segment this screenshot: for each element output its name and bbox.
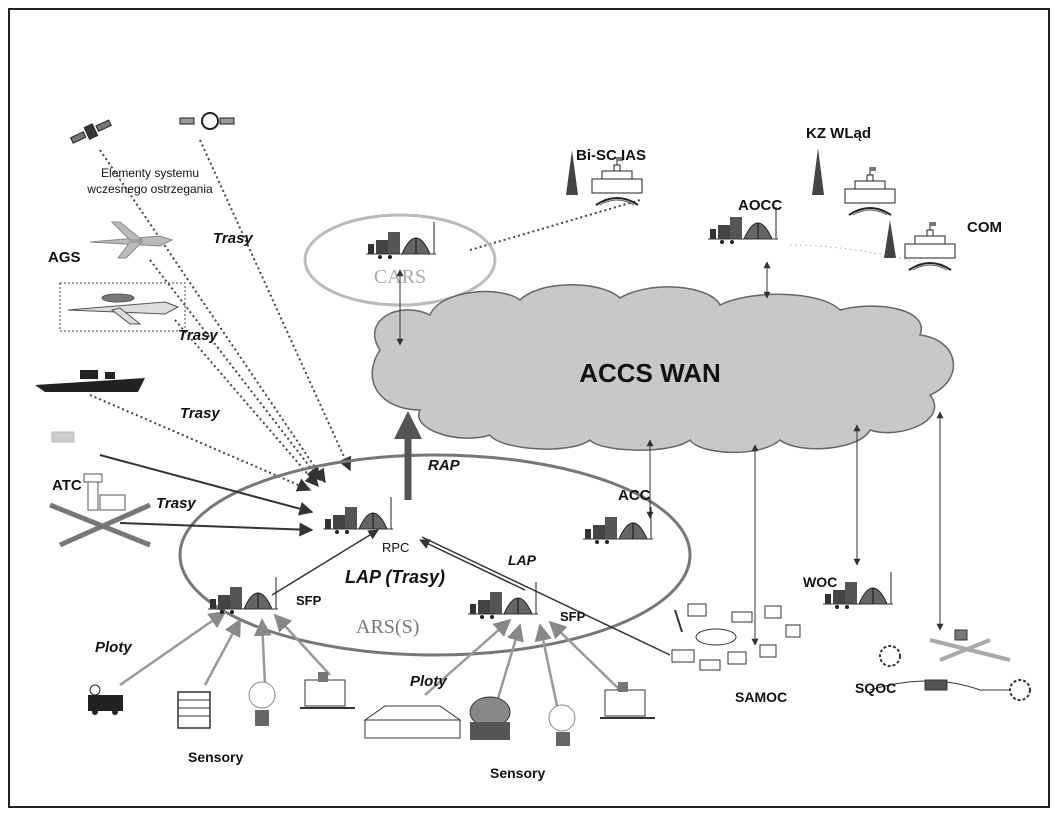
bisc-tower-icon xyxy=(566,150,578,195)
lap-trasy-label: LAP (Trasy) xyxy=(345,567,445,587)
atc-label: ATC xyxy=(52,477,82,494)
sfp-right-to-rpc xyxy=(419,539,526,591)
sqoc-cluster-icon xyxy=(869,629,1031,701)
ags-label: AGS xyxy=(48,249,81,266)
trasy-label-4: Trasy xyxy=(156,495,196,512)
atc-line-2 xyxy=(119,522,314,537)
sqoc-label: SQOC xyxy=(855,680,896,696)
dotted-line-aocc-com xyxy=(789,244,931,266)
lap-label: LAP xyxy=(508,552,537,568)
sensor-array-radar-icon xyxy=(177,691,211,729)
cars-node-icon xyxy=(365,221,437,260)
sensor-mobile-radar-1-icon xyxy=(300,672,355,709)
dotted-line-satellite-2 xyxy=(199,139,352,472)
dotted-line-satellite-1 xyxy=(99,149,326,484)
aocc-label: AOCC xyxy=(738,197,782,214)
atc-links xyxy=(99,454,314,537)
dotted-line-cars-bisc xyxy=(469,199,641,251)
bisc-ias-label: Bi-SC IAS xyxy=(576,147,646,164)
accs-wan-cloud xyxy=(371,284,955,454)
sensor-radome-1-icon xyxy=(248,681,276,726)
rpc-label: RPC xyxy=(382,540,409,555)
dotted-line-ags xyxy=(149,259,321,482)
bisc-ias-hq-icon xyxy=(591,156,643,206)
ploty-label-2: Ploty xyxy=(410,673,447,690)
sensory-label-2: Sensory xyxy=(490,765,545,781)
sfp-left-label: SFP xyxy=(296,593,322,608)
awacs-aircraft-icon xyxy=(67,293,180,325)
trasy-label-3: Trasy xyxy=(180,405,220,422)
samoc-label: SAMOC xyxy=(735,689,787,705)
lap-ars-ellipse xyxy=(178,453,692,657)
samoc-to-rpc xyxy=(421,536,671,656)
satellite-2-icon xyxy=(179,112,235,130)
com-label: COM xyxy=(967,219,1002,236)
sensor-arrows xyxy=(119,610,621,726)
kz-tower-icon xyxy=(812,148,824,195)
sensor-dome-icon xyxy=(469,696,511,740)
ship-icon xyxy=(35,370,145,392)
com-tower-icon xyxy=(884,220,896,258)
sfp-left-to-rpc xyxy=(271,529,379,596)
sensor-vehicle-icon xyxy=(88,684,123,715)
ars-label: ARS(S) xyxy=(356,616,419,638)
ploty-label-1: Ploty xyxy=(95,639,132,656)
accs-wan-label: ACCS WAN xyxy=(579,358,721,388)
rap-label: RAP xyxy=(428,457,461,474)
satellite-1-icon xyxy=(68,115,114,148)
sfp-left-node-icon xyxy=(207,576,279,615)
early-warning-label-line1: Elementy systemu xyxy=(101,166,199,180)
awacs-box xyxy=(59,282,186,332)
trasy-label-1: Trasy xyxy=(213,230,253,247)
rpc-node-icon xyxy=(322,496,394,535)
sensor-mobile-radar-2-icon xyxy=(600,682,655,719)
woc-label: WOC xyxy=(803,574,837,590)
trasy-label-2: Trasy xyxy=(178,327,218,344)
ags-aircraft-icon xyxy=(89,221,174,259)
early-warning-label-line2: wczesnego ostrzegania xyxy=(86,182,213,196)
kz-wlad-hq-icon xyxy=(844,166,896,216)
sensor-building-radar-icon xyxy=(363,705,462,739)
acc-label: ACC xyxy=(618,487,651,504)
dotted-line-awacs xyxy=(174,319,319,488)
sensor-radome-2-icon xyxy=(548,704,576,746)
sfp-right-label: SFP xyxy=(560,609,586,624)
samoc-cluster-icon xyxy=(671,603,801,671)
atc-tower-icon xyxy=(49,431,152,548)
wan-links xyxy=(396,261,944,646)
track-dotted-lines xyxy=(89,139,641,492)
kz-wlad-label: KZ WLąd xyxy=(806,125,871,142)
atc-line-1 xyxy=(99,454,314,516)
sensory-label-1: Sensory xyxy=(188,749,243,765)
lap-links xyxy=(271,529,671,656)
acc-node-icon xyxy=(582,506,654,545)
com-hq-icon xyxy=(904,221,956,271)
